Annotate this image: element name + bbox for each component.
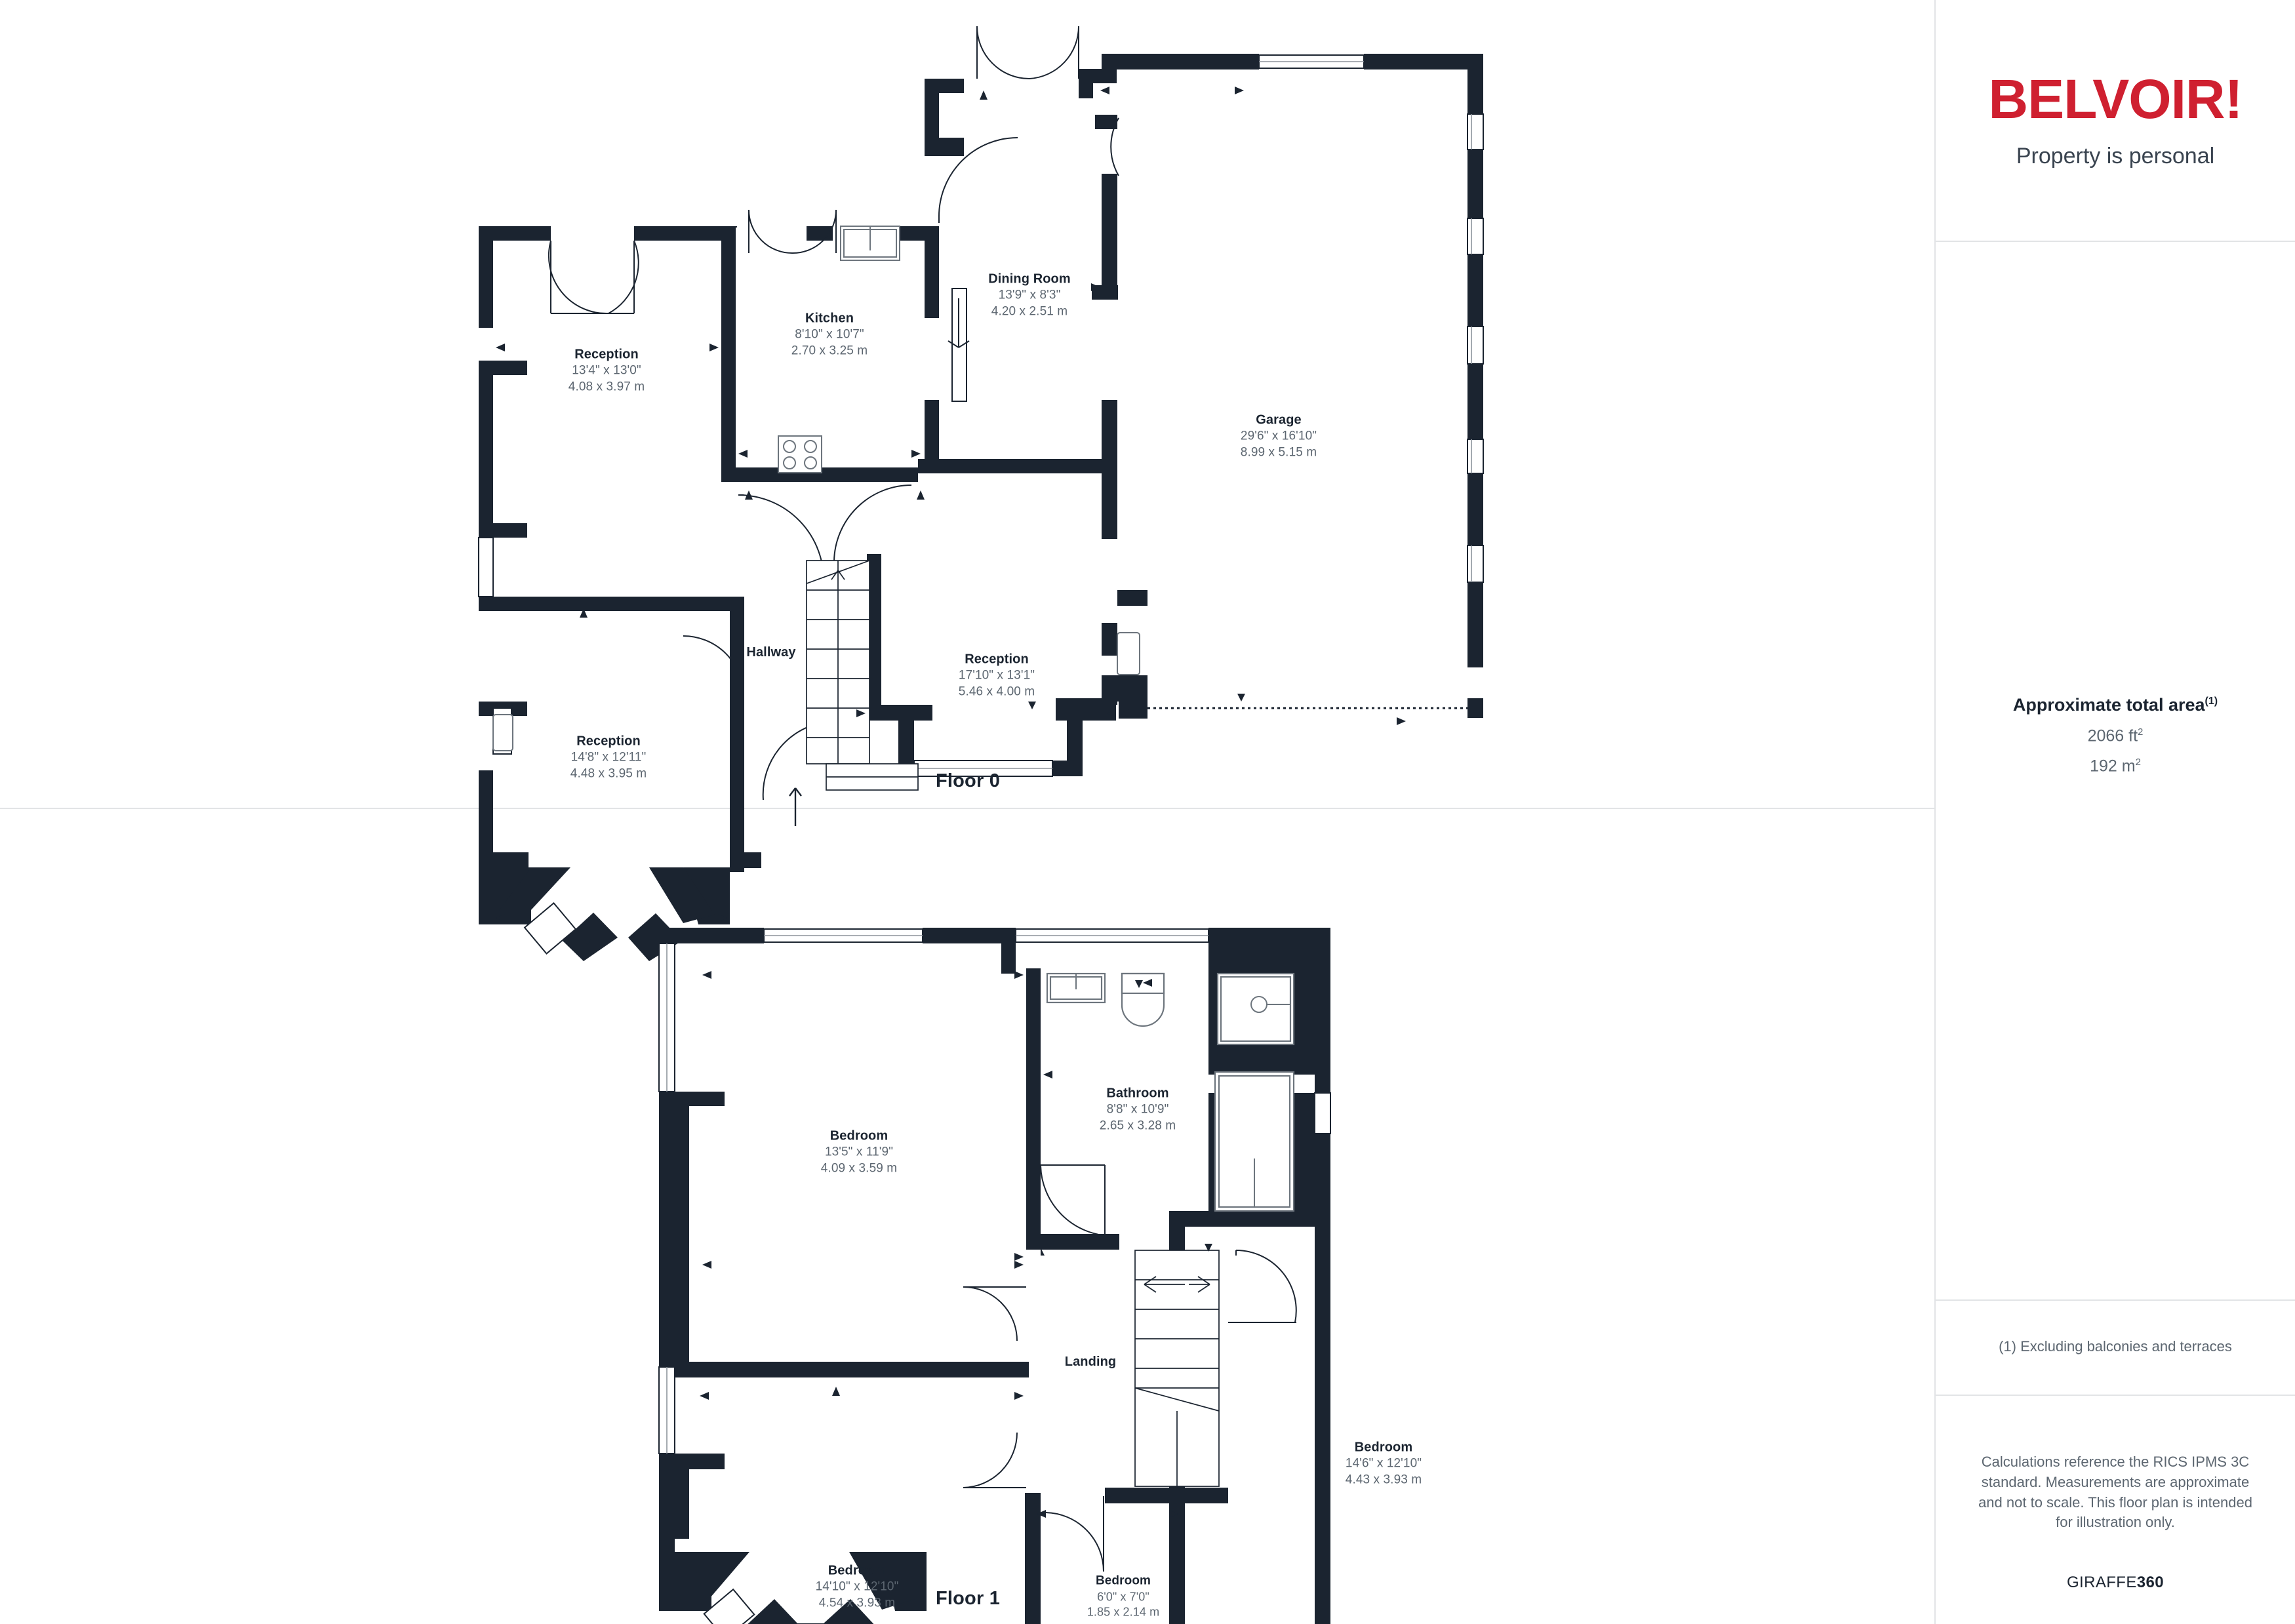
room-dim-imperial: 14'8" x 12'11" <box>570 750 647 764</box>
room-dim-imperial: 13'9" x 8'3" <box>998 288 1061 302</box>
room-dim-metric: 4.43 x 3.93 m <box>1345 1473 1422 1486</box>
room-label-reception-2: Reception 17'10" x 13'1" 5.46 x 4.00 m <box>959 650 1035 700</box>
room-label-bedroom-4: Bedroom 6'0" x 7'0" 1.85 x 2.14 m <box>1087 1573 1159 1619</box>
room-name: Kitchen <box>805 311 854 326</box>
area-sqm-value: 192 m <box>2090 757 2136 776</box>
room-dim-metric: 4.08 x 3.97 m <box>568 380 645 393</box>
total-area-label: Approximate total area <box>2012 695 2205 715</box>
brand-logo: BELVOIR! <box>1988 68 2243 130</box>
fixture-details <box>1075 974 1290 1207</box>
room-label-kitchen: Kitchen 8'10" x 10'7" 2.70 x 3.25 m <box>791 309 868 359</box>
dimension-ticks <box>496 87 1406 945</box>
staircase-f1 <box>1134 1250 1220 1487</box>
room-label-reception-3: Reception 14'8" x 12'11" 4.48 x 3.95 m <box>570 732 647 782</box>
floor-1-drawing: Bedroom 13'5" x 11'9" 4.09 x 3.59 m Bath… <box>620 903 1422 1624</box>
room-dim-metric: 2.70 x 3.25 m <box>791 344 868 357</box>
area-sqft-value: 2066 ft <box>2087 726 2138 745</box>
room-name: Reception <box>574 347 639 362</box>
room-dim-imperial: 17'10" x 13'1" <box>958 668 1035 683</box>
floor-0-drawing: Reception 13'4" x 13'0" 4.08 x 3.97 m Ki… <box>452 7 1515 961</box>
room-name: Garage <box>1256 412 1302 427</box>
floor-0-svg <box>478 26 1484 961</box>
room-name: Bedroom <box>829 1128 888 1143</box>
staircase <box>806 560 919 791</box>
info-sidebar: BELVOIR! Property is personal Approximat… <box>1936 0 2295 1624</box>
provider-suffix: 360 <box>2136 1574 2165 1592</box>
sidebar-divider-vertical <box>1934 0 1936 1624</box>
area-sqft-exponent: 2 <box>2138 726 2144 738</box>
sidebar-divider-1 <box>1936 241 2295 242</box>
floorplans-container: Reception 13'4" x 13'0" 4.08 x 3.97 m Ki… <box>0 0 1936 1624</box>
legal-block: Calculations reference the RICS IPMS 3C … <box>1936 1395 2295 1592</box>
total-area-sqft: 2066 ft2 <box>1936 726 2295 745</box>
provider-prefix: GIRAFFE <box>2066 1574 2137 1592</box>
room-name: Landing <box>1064 1355 1117 1369</box>
area-sqm-exponent: 2 <box>2135 757 2141 768</box>
legal-text: Calculations reference the RICS IPMS 3C … <box>1978 1454 2252 1531</box>
room-name: Bedroom <box>828 1563 887 1578</box>
brand-block: BELVOIR! Property is personal <box>1936 0 2295 241</box>
floor-1-svg <box>658 928 1331 1624</box>
room-dim-imperial: 29'6" x 16'10" <box>1240 429 1317 443</box>
room-label-garage: Garage 29'6" x 16'10" 8.99 x 5.15 m <box>1241 411 1317 460</box>
room-dim-metric: 4.48 x 3.95 m <box>570 766 647 780</box>
room-dim-imperial: 8'10" x 10'7" <box>795 327 864 342</box>
room-label-reception-1: Reception 13'4" x 13'0" 4.08 x 3.97 m <box>569 346 645 395</box>
room-dim-imperial: 6'0" x 7'0" <box>1097 1589 1149 1603</box>
room-name: Bedroom <box>1095 1574 1151 1588</box>
room-name: Bathroom <box>1106 1086 1169 1101</box>
dimension-ticks-f1 <box>700 971 1212 1518</box>
floor-1-title: Floor 1 <box>935 1588 1001 1609</box>
window-mullions-f1 <box>666 935 1208 1454</box>
room-dim-metric: 1.85 x 2.14 m <box>1087 1605 1160 1619</box>
room-dim-metric: 4.20 x 2.51 m <box>991 304 1068 318</box>
room-name: Hallway <box>746 645 796 660</box>
room-label-bedroom-1: Bedroom 13'5" x 11'9" 4.09 x 3.59 m <box>821 1127 897 1176</box>
door-swings <box>548 26 1119 801</box>
entrance-arrow-icon <box>789 787 802 826</box>
total-area-title: Approximate total area(1) <box>1936 695 2295 715</box>
floor-divider <box>0 808 1936 809</box>
room-dim-metric: 5.46 x 4.00 m <box>958 684 1035 698</box>
door-swings-f1 <box>963 1164 1297 1572</box>
room-label-hallway: Hallway <box>746 644 795 661</box>
room-dim-imperial: 14'6" x 12'10" <box>1345 1456 1422 1471</box>
room-label-bedroom-2: Bedroom 14'6" x 12'10" 4.43 x 3.93 m <box>1346 1438 1422 1488</box>
wall-outlines <box>478 54 1484 955</box>
brand-tagline: Property is personal <box>2016 144 2215 168</box>
room-name: Reception <box>576 734 641 749</box>
room-dim-imperial: 13'5" x 11'9" <box>824 1145 894 1159</box>
room-dim-metric: 2.65 x 3.28 m <box>1099 1119 1176 1132</box>
room-dim-metric: 4.54 x 3.93 m <box>818 1596 896 1610</box>
room-label-bathroom: Bathroom 8'8" x 10'9" 2.65 x 3.28 m <box>1100 1084 1176 1134</box>
total-area-block: Approximate total area(1) 2066 ft2 192 m… <box>1936 695 2295 776</box>
room-label-dining-room: Dining Room 13'9" x 8'3" 4.20 x 2.51 m <box>988 270 1071 319</box>
walls-group <box>479 54 1483 961</box>
room-dim-imperial: 8'8" x 10'9" <box>1106 1102 1169 1117</box>
room-dim-imperial: 13'4" x 13'0" <box>572 363 641 378</box>
total-area-footnote-marker: (1) <box>2205 696 2218 707</box>
room-dim-metric: 8.99 x 5.15 m <box>1240 445 1317 459</box>
floor-0-panel: Reception 13'4" x 13'0" 4.08 x 3.97 m Ki… <box>0 0 1936 961</box>
room-name: Reception <box>965 652 1029 667</box>
room-name: Dining Room <box>988 271 1071 287</box>
fixtures <box>492 632 1140 751</box>
room-label-landing: Landing <box>1065 1353 1116 1370</box>
sidebar-divider-3 <box>1936 1395 2295 1396</box>
room-dim-metric: 4.09 x 3.59 m <box>820 1161 898 1175</box>
floor-0-title: Floor 0 <box>935 770 1001 791</box>
footnote-text: (1) Excluding balconies and terraces <box>1999 1337 2232 1355</box>
floor-1-panel: Bedroom 13'5" x 11'9" 4.09 x 3.59 m Bath… <box>0 808 1936 1624</box>
room-dim-imperial: 14'10" x 12'10" <box>815 1579 899 1594</box>
room-label-bedroom-3: Bedroom 14'10" x 12'10" 4.54 x 3.93 m <box>816 1562 899 1611</box>
dining-door-arrow <box>948 298 970 348</box>
room-name: Bedroom <box>1354 1440 1413 1455</box>
total-area-sqm: 192 m2 <box>1936 757 2295 776</box>
sidebar-divider-2 <box>1936 1299 2295 1301</box>
provider-logo: GIRAFFE360 <box>2067 1574 2164 1592</box>
footnote-block: (1) Excluding balconies and terraces <box>1936 1299 2295 1393</box>
hob-rings <box>783 226 871 469</box>
